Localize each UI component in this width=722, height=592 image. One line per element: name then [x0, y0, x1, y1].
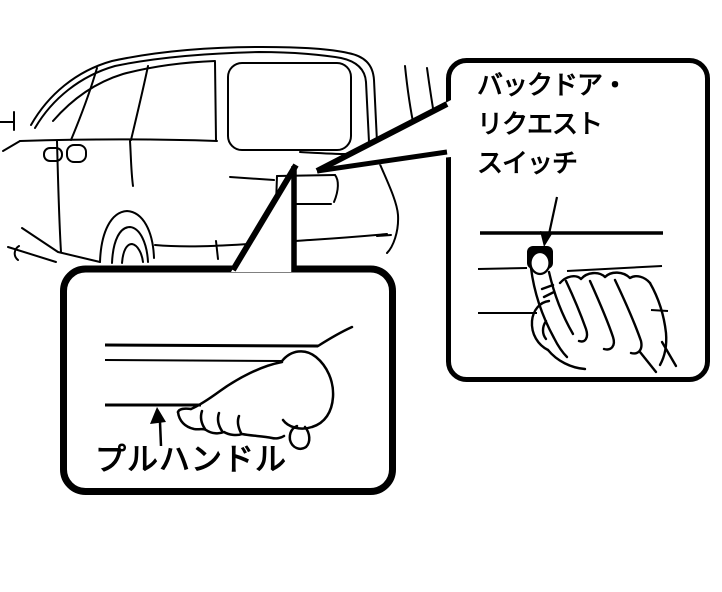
wrist-line-2	[660, 340, 678, 368]
hand-outer-edge	[648, 281, 668, 367]
knuckle-ridge	[558, 271, 652, 285]
pull-handle-lines	[104, 343, 319, 407]
pillar-2	[130, 65, 149, 141]
thumb-hanging	[288, 424, 311, 450]
door-gap-tick	[215, 240, 219, 260]
panel-line-3b	[650, 309, 669, 312]
panel-line-2a	[477, 267, 528, 270]
garnish-line	[229, 176, 275, 181]
palm-bottom	[546, 348, 587, 371]
switch-label-line-3: スイッチ	[477, 148, 578, 178]
curled-finger-3	[613, 278, 643, 355]
belt-line-rear	[299, 151, 348, 155]
panel-line-2b	[566, 265, 663, 272]
leader-upper	[315, 101, 449, 174]
handle-line-2	[104, 359, 283, 362]
switch-label: バックドア・ リクエスト スイッチ	[477, 66, 677, 183]
switch-callout-leaders	[315, 100, 451, 174]
forearm-top-edge	[316, 325, 354, 348]
gripping-hand	[176, 325, 354, 450]
plate-recess-right	[333, 174, 339, 203]
finger-sep-1	[199, 409, 207, 431]
leader-lower	[316, 149, 448, 174]
tail-left-edge	[230, 163, 299, 272]
wrist-line-1	[638, 350, 658, 374]
door-edge-slider	[129, 140, 134, 187]
door-edge-front	[56, 140, 62, 253]
handle-label: プルハンドル	[95, 442, 287, 477]
body-crease	[154, 233, 388, 248]
bumper-tick	[376, 234, 392, 237]
wheel-arch-inner	[121, 243, 144, 264]
finger-crease-1	[540, 283, 555, 291]
switch-arrow-shaft	[547, 196, 559, 235]
handle-arrow-head	[150, 407, 166, 424]
finger-sep-2	[216, 411, 224, 433]
switch-pointer-arrow	[540, 196, 559, 247]
curled-finger-1	[564, 279, 589, 343]
door-handle-slider	[66, 144, 87, 163]
rocker-hook	[13, 245, 20, 261]
fingers-bottom-edge	[176, 410, 286, 440]
fingers-top-edge	[189, 360, 284, 411]
window-band-top	[52, 60, 216, 122]
switch-arrow-head	[540, 231, 552, 247]
thumb-edge	[530, 299, 551, 352]
plate-recess-top	[276, 174, 336, 177]
cowl-tick	[2, 140, 21, 152]
pillar-1	[70, 67, 98, 141]
fingertip-nail	[529, 250, 551, 276]
vehicle-drawing	[0, 46, 439, 264]
wheel-arch-middle	[111, 226, 149, 264]
roof-outer-line	[30, 46, 378, 143]
pressing-hand	[529, 250, 678, 374]
handle-line-1	[104, 343, 319, 348]
handle-pointer-arrow	[150, 407, 166, 447]
belt-line	[19, 138, 218, 142]
switch-callout-box	[315, 58, 710, 382]
thumb-crease	[541, 319, 548, 341]
fingertip-left	[176, 407, 193, 414]
index-finger-right	[547, 270, 575, 336]
finger-crease-2	[542, 290, 556, 299]
door-handle-front	[43, 147, 63, 162]
finger-sep-3	[236, 414, 243, 435]
index-finger-left	[529, 266, 569, 359]
switch-label-line-2: リクエスト	[477, 109, 603, 139]
curled-finger-2	[588, 279, 616, 351]
switch-panel-lines	[477, 231, 669, 314]
fist-outline	[280, 350, 335, 430]
bumper-corner	[378, 161, 400, 254]
rocker-line-1	[21, 227, 101, 263]
roof-inner-line	[34, 51, 370, 143]
wheel-arch-outer	[99, 210, 155, 263]
pillar-3	[214, 61, 217, 141]
switch-label-line-1: バックドア・	[477, 70, 628, 100]
callout-tail	[230, 163, 299, 272]
handle-arrow-shaft	[158, 421, 163, 447]
rear-quarter-window	[227, 62, 352, 151]
switch-callout-border	[446, 58, 710, 382]
handle-callout-box	[60, 163, 396, 495]
